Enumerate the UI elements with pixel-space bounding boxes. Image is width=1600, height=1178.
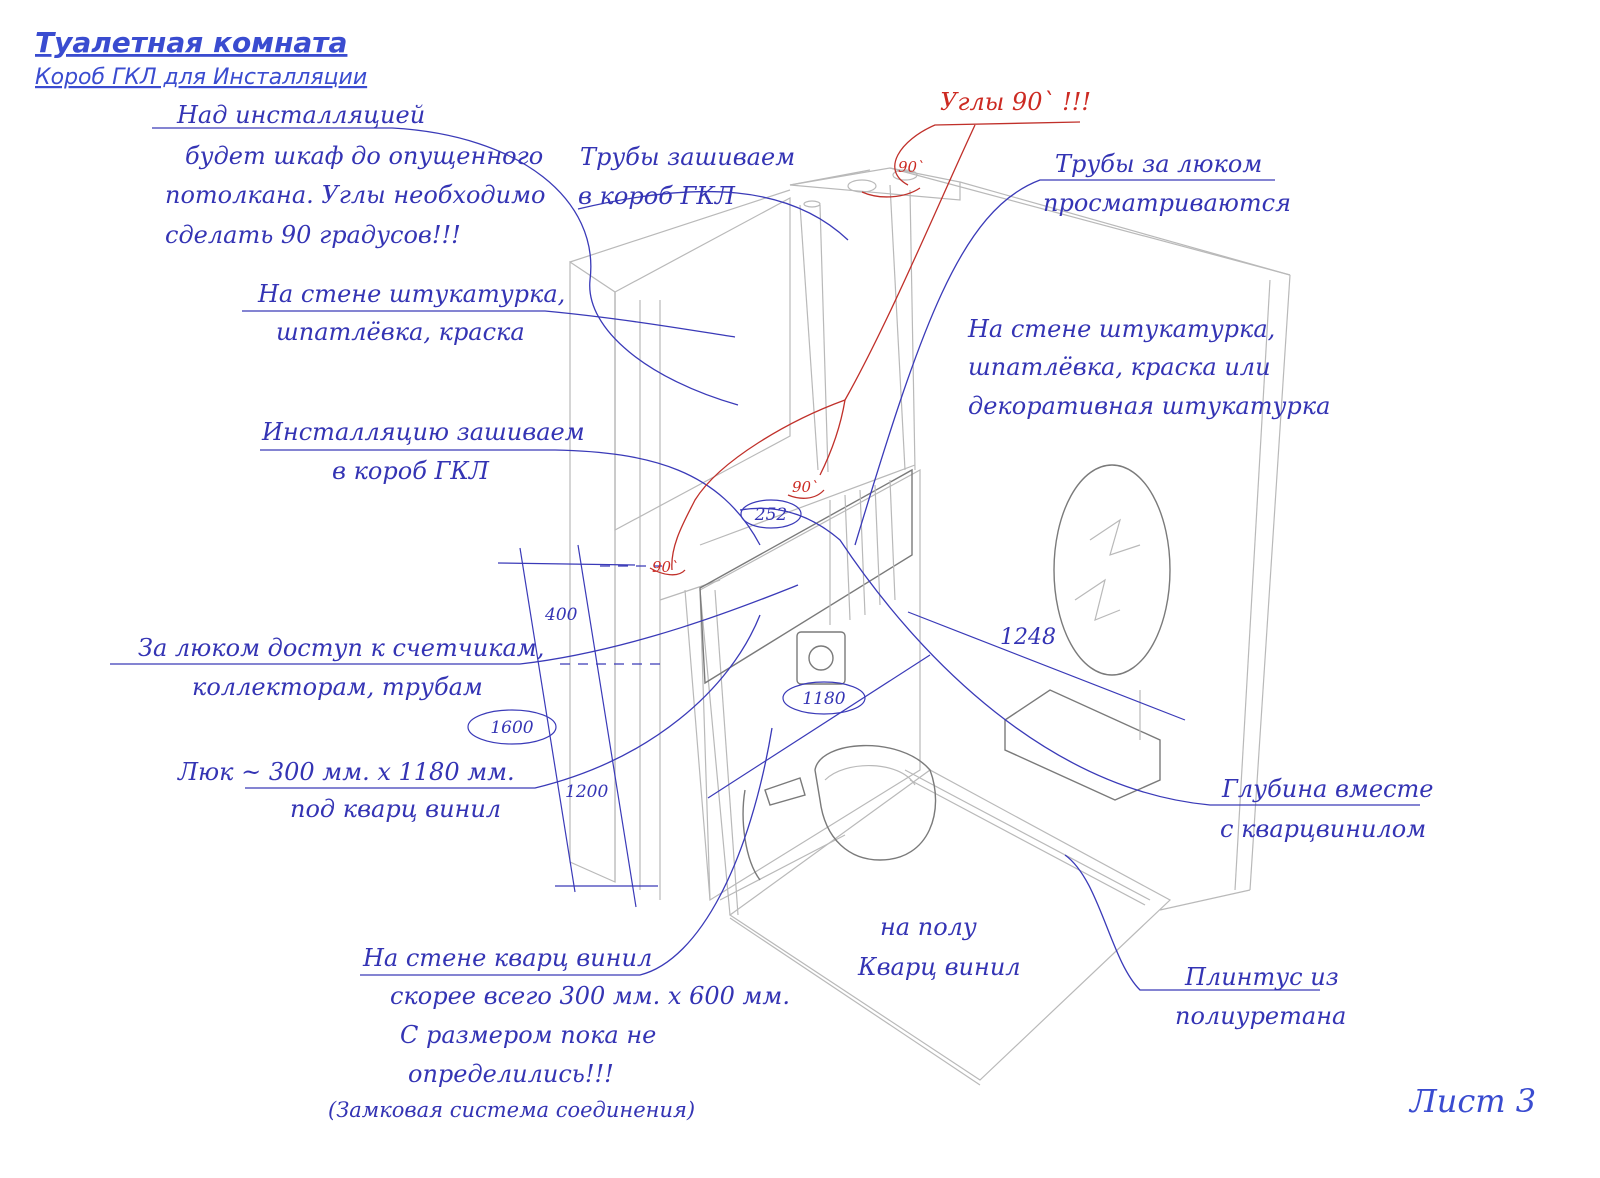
- note-wall-left: На стене штукатурка, шпатлёвка, краска: [257, 280, 565, 346]
- pillar-top-face: [614, 196, 791, 532]
- dimension-lines: 252 400 1600 1200 1180 1248: [467, 499, 1186, 908]
- drawing-subtitle: Короб ГКЛ для Инсталляции: [35, 65, 367, 90]
- svg-text:коллекторам, трубам: коллекторам, трубам: [192, 673, 483, 701]
- svg-text:на полу: на полу: [880, 913, 977, 941]
- dim-bubble-1180: [782, 681, 866, 715]
- note-wall-vinyl: На стене кварц винил скорее всего 300 мм…: [328, 944, 790, 1122]
- svg-text:Плинтус из: Плинтус из: [1184, 963, 1339, 991]
- svg-text:На стене штукатурка,: На стене штукатурка,: [967, 315, 1275, 343]
- dim-1180: 1180: [802, 689, 845, 709]
- note-floor: на полу Кварц винил: [857, 913, 1021, 981]
- dim-line-1180: [707, 654, 931, 799]
- svg-text:с кварцвинилом: с кварцвинилом: [1220, 815, 1426, 843]
- dim-line-1248: [907, 611, 1186, 721]
- svg-text:потолкана. Углы необходимо: потолкана. Углы необходимо: [165, 181, 545, 209]
- svg-text:полиуретана: полиуретана: [1175, 1002, 1346, 1030]
- dim-1248: 1248: [1000, 625, 1056, 650]
- svg-text:Инсталляцию зашиваем: Инсталляцию зашиваем: [261, 418, 585, 446]
- angle-mark-middle: 90`: [792, 478, 819, 496]
- svg-text:в короб ГКЛ: в короб ГКЛ: [578, 182, 736, 210]
- svg-text:Кварц винил: Кварц винил: [857, 953, 1021, 981]
- dim-1600: 1600: [490, 718, 533, 738]
- svg-text:Над инсталляцией: Над инсталляцией: [176, 101, 425, 129]
- oval-mirror: [1053, 464, 1171, 676]
- installation-box: [699, 468, 921, 902]
- flush-plate: [796, 631, 846, 685]
- svg-text:Трубы за люком: Трубы за люком: [1055, 150, 1262, 178]
- room-sketch: [569, 167, 1291, 1086]
- svg-text:Люк ~ 300 мм. х 1180 мм.: Люк ~ 300 мм. х 1180 мм.: [177, 758, 515, 786]
- angle-mark-top: 90`: [898, 158, 925, 176]
- svg-text:За люком доступ к счетчикам,: За люком доступ к счетчикам,: [138, 634, 544, 662]
- drawing-title: Туалетная комната: [35, 26, 347, 59]
- note-pipes-hatch: Трубы за люком просматриваются: [1043, 150, 1291, 217]
- svg-text:декоративная штукатурка: декоративная штукатурка: [968, 392, 1330, 420]
- svg-text:скорее всего 300 мм. х 600 мм.: скорее всего 300 мм. х 600 мм.: [390, 982, 790, 1010]
- svg-text:На стене штукатурка,: На стене штукатурка,: [257, 280, 565, 308]
- note-depth: Глубина вместе с кварцвинилом: [1220, 775, 1433, 843]
- note-pipes-box: Трубы зашиваем в короб ГКЛ: [578, 143, 795, 210]
- svg-text:шпатлёвка, краска: шпатлёвка, краска: [276, 318, 525, 346]
- dim-bubble-252: [740, 499, 802, 529]
- svg-text:будет шкаф до опущенного: будет шкаф до опущенного: [185, 142, 543, 170]
- note-above-install: Над инсталляцией будет шкаф до опущенног…: [165, 101, 545, 249]
- angle-mark-left: 90`: [652, 558, 679, 576]
- dim-400: 400: [544, 605, 578, 625]
- dim-1200: 1200: [565, 782, 608, 802]
- note-hatch-access: За люком доступ к счетчикам, коллекторам…: [138, 634, 544, 701]
- note-plinth: Плинтус из полиуретана: [1175, 963, 1346, 1030]
- note-wall-right: На стене штукатурка, шпатлёвка, краска и…: [967, 315, 1330, 420]
- floor-outline: [728, 769, 1172, 1081]
- wash-basin: [1004, 689, 1161, 801]
- svg-text:С размером пока не: С размером пока не: [400, 1021, 656, 1049]
- angles-note: Углы 90` !!!: [940, 88, 1091, 116]
- hatch-frame: [699, 468, 913, 685]
- dim-bubble-1600: [467, 709, 557, 745]
- wall-hung-toilet: [814, 744, 937, 861]
- dim-line-1600: [519, 547, 576, 893]
- svg-text:На стене кварц винил: На стене кварц винил: [362, 944, 652, 972]
- svg-text:в короб ГКЛ: в короб ГКЛ: [332, 457, 490, 485]
- svg-text:Трубы зашиваем: Трубы зашиваем: [580, 143, 795, 171]
- svg-text:определились!!!: определились!!!: [408, 1060, 614, 1088]
- svg-text:просматриваются: просматриваются: [1043, 189, 1291, 217]
- sheet-label: Лист 3: [1408, 1082, 1536, 1120]
- svg-text:(Замковая система соединения): (Замковая система соединения): [328, 1098, 695, 1122]
- leader-lines: [110, 127, 1420, 991]
- svg-text:под кварц винил: под кварц винил: [290, 795, 501, 823]
- angle-annotations: Углы 90` !!! 90` 90` 90`: [649, 88, 1091, 576]
- dim-line-1200: [577, 544, 637, 908]
- mixer-tap: [764, 777, 806, 806]
- note-hatch-size: Люк ~ 300 мм. х 1180 мм. под кварц винил: [177, 758, 515, 823]
- note-install-box: Инсталляцию зашиваем в короб ГКЛ: [261, 418, 585, 485]
- svg-text:шпатлёвка, краска или: шпатлёвка, краска или: [968, 353, 1271, 381]
- svg-text:сделать 90 градусов!!!: сделать 90 градусов!!!: [165, 221, 461, 249]
- svg-text:Глубина вместе: Глубина вместе: [1221, 775, 1433, 803]
